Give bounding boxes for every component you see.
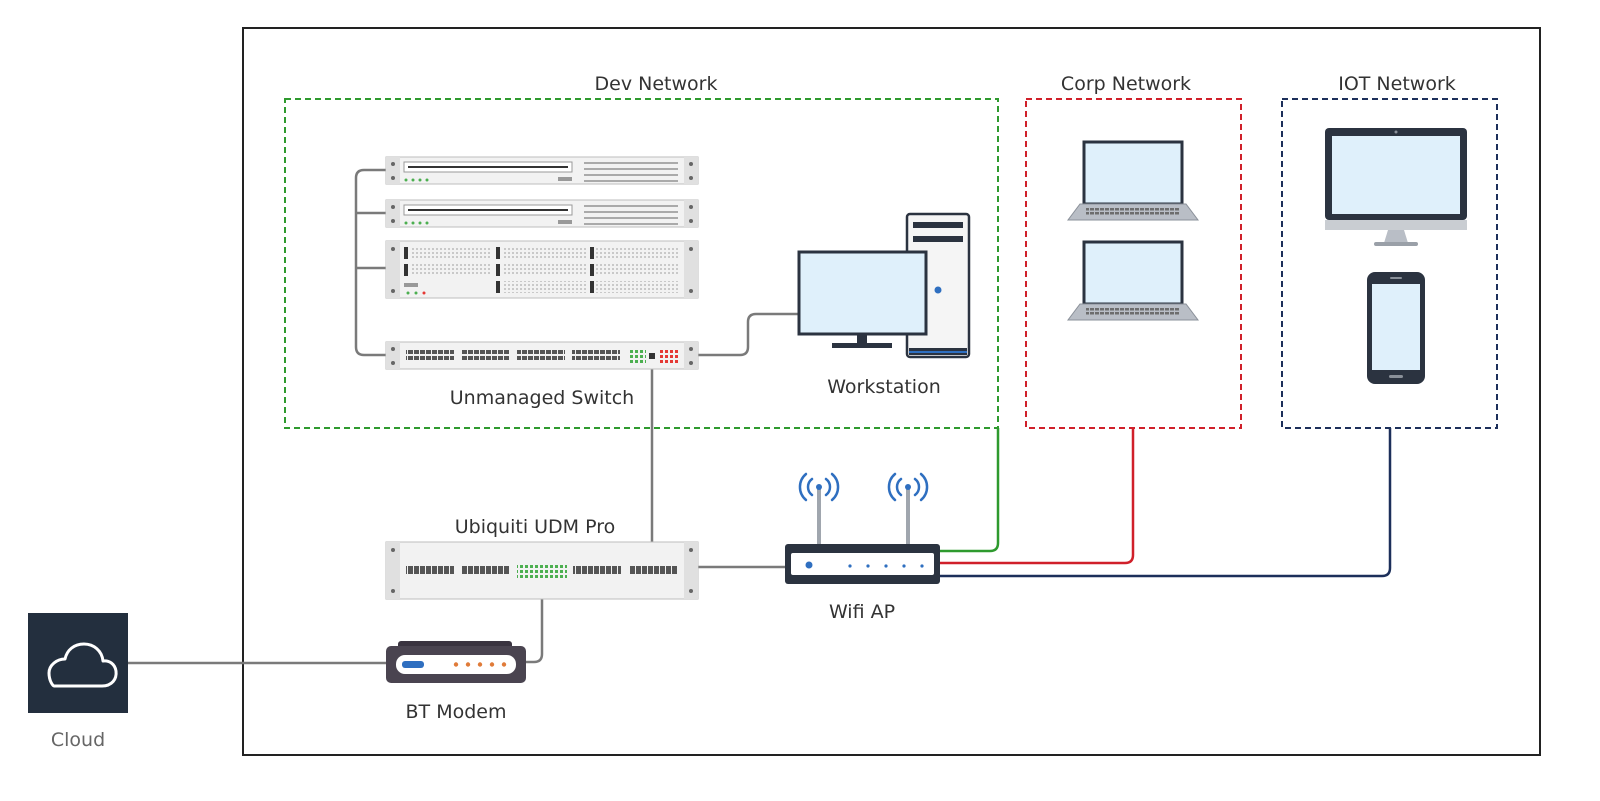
wifi-ap-icon — [785, 472, 940, 584]
cloud-icon — [28, 613, 128, 713]
laptop-icon — [1067, 140, 1199, 221]
wifi-ap-label: Wifi AP — [828, 601, 896, 623]
bt-modem-label: BT Modem — [405, 701, 507, 723]
unmanaged-switch-icon — [385, 341, 699, 370]
udm-pro-icon — [385, 541, 699, 600]
server-bus-cable — [354, 168, 388, 357]
iot-network-label: IOT Network — [1338, 73, 1456, 95]
rack-server-icon — [385, 199, 699, 228]
iot-network-link — [940, 428, 1392, 578]
switch-workstation-cable — [697, 312, 800, 357]
udm-pro-label: Ubiquiti UDM Pro — [454, 516, 616, 538]
corp-network-link — [940, 428, 1135, 565]
workstation-icon — [797, 212, 971, 359]
smartphone-icon — [1367, 272, 1425, 384]
cables — [128, 168, 1392, 665]
corp-network-label: Corp Network — [1060, 73, 1192, 95]
home-network-boundary — [242, 27, 1541, 756]
switch-wifi-cable — [650, 357, 785, 569]
workstation-label: Workstation — [827, 376, 941, 398]
rack-server-icon — [385, 156, 699, 185]
bt-modem-icon — [386, 641, 526, 683]
dev-network-link — [940, 428, 1000, 553]
switch-label: Unmanaged Switch — [449, 387, 635, 409]
dev-network-label: Dev Network — [594, 73, 718, 95]
cloud-label: Cloud — [50, 729, 106, 751]
laptop-icon — [1067, 240, 1199, 321]
monitor-icon — [1325, 128, 1467, 246]
udm-modem-cable — [522, 599, 544, 664]
storage-server-icon — [385, 240, 699, 299]
